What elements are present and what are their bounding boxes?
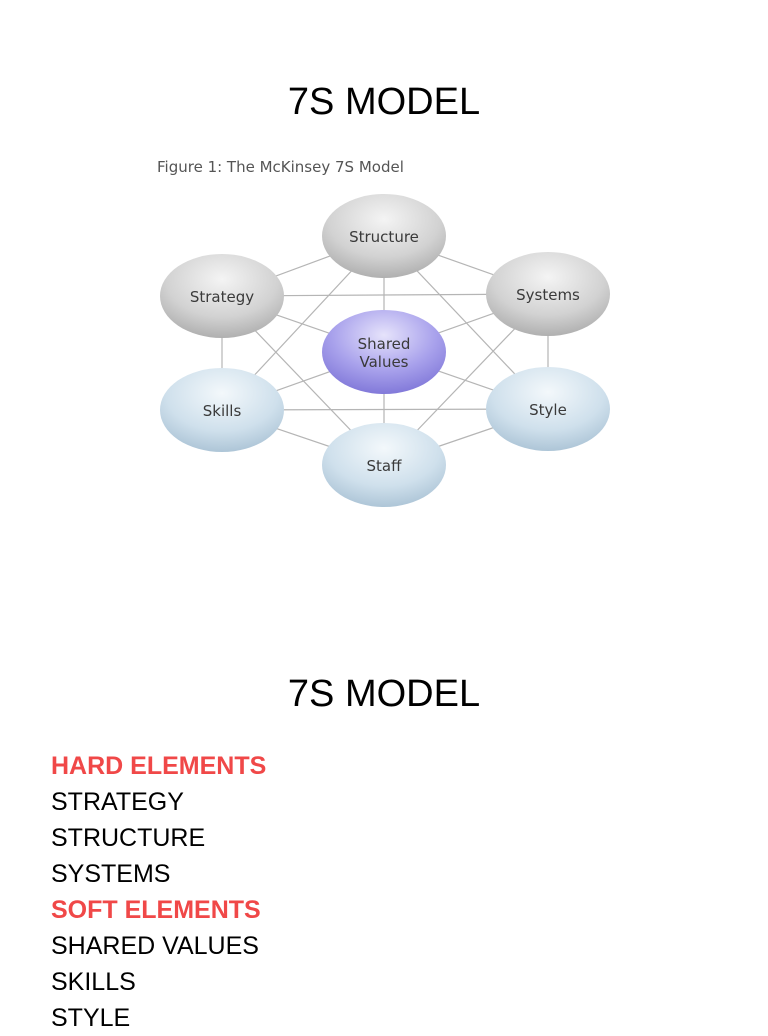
node-structure: Structure <box>322 194 446 278</box>
node-shared-values: Shared Values <box>322 310 446 394</box>
figure-caption: Figure 1: The McKinsey 7S Model <box>157 158 404 176</box>
node-skills: Skills <box>160 368 284 452</box>
list-item-structure: STRUCTURE <box>51 824 206 852</box>
node-label-skills: Skills <box>203 402 242 420</box>
list-item-strategy: STRATEGY <box>51 788 184 816</box>
list-item-shared-values: SHARED VALUES <box>51 932 259 960</box>
elements-list: HARD ELEMENTS STRATEGY STRUCTURE SYSTEMS… <box>51 748 266 1036</box>
mckinsey-7s-diagram: Figure 1: The McKinsey 7S Model Structur… <box>157 158 610 507</box>
node-strategy: Strategy <box>160 254 284 338</box>
node-label-systems: Systems <box>516 286 580 304</box>
node-label-structure: Structure <box>349 228 419 246</box>
slide-title: 7S MODEL <box>287 81 481 123</box>
node-label-staff: Staff <box>367 457 403 475</box>
soft-elements-heading: SOFT ELEMENTS <box>51 896 261 924</box>
node-label-shared-values-line2: Values <box>359 353 408 371</box>
list-item-skills: SKILLS <box>51 968 136 996</box>
slide-title: 7S MODEL <box>287 673 481 715</box>
node-systems: Systems <box>486 252 610 336</box>
node-staff: Staff <box>322 423 446 507</box>
hard-elements-heading: HARD ELEMENTS <box>51 752 267 780</box>
node-style: Style <box>486 367 610 451</box>
node-label-shared-values-line1: Shared <box>358 335 411 353</box>
list-item-systems: SYSTEMS <box>51 860 171 888</box>
node-label-style: Style <box>529 401 567 419</box>
node-label-strategy: Strategy <box>190 288 254 306</box>
list-item-style: STYLE <box>51 1004 131 1032</box>
